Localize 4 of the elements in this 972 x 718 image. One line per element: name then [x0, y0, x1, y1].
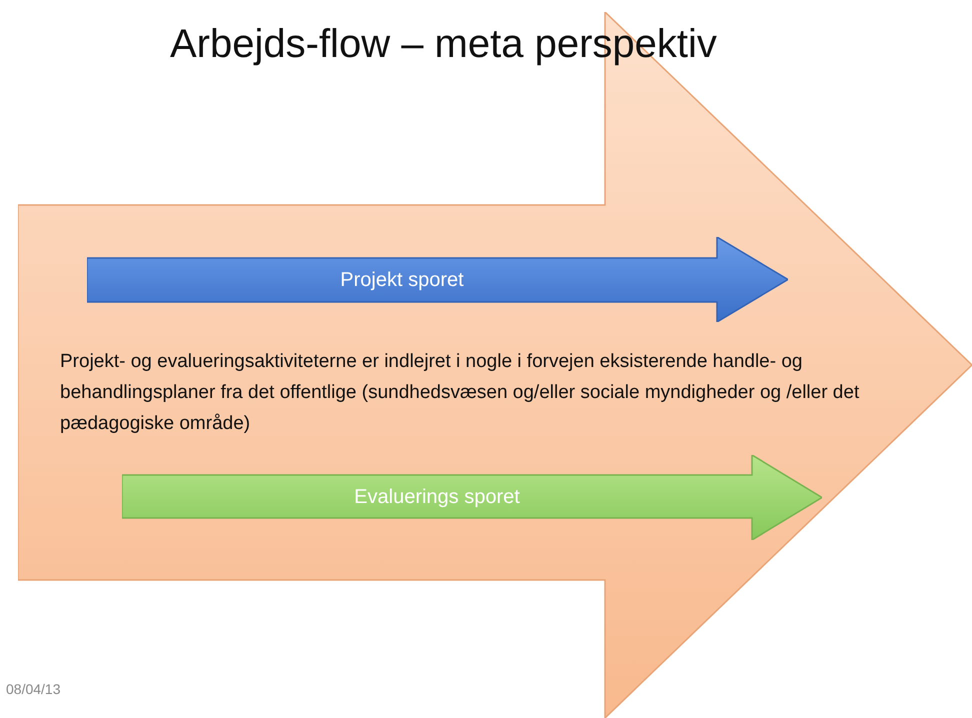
arrow-label: Evaluerings sporet [353, 484, 521, 508]
date-text: 08/04/13 [6, 681, 60, 697]
description-text: Projekt- og evalueringsaktiviteterne er indlejret i nogle i forvejen eksisterende handle- og behandlingsplaner fra det offentlige (sundhedsvæsen og/eller sociale myndigheder og /eller det pædagogiske område) [60, 350, 860, 436]
arrow-label: Projekt sporet [339, 268, 465, 292]
